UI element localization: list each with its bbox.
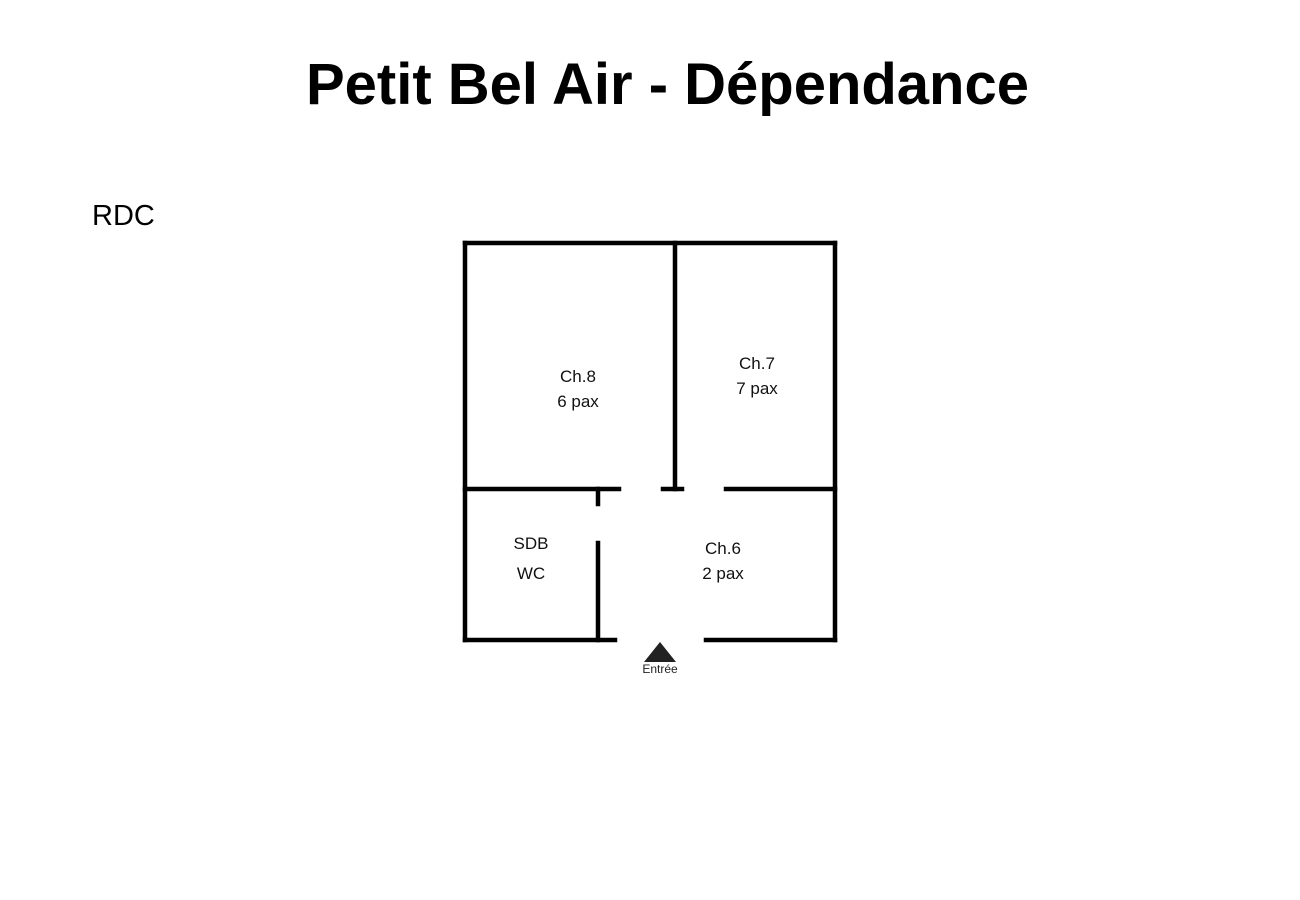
room-capacity: 2 pax (702, 564, 744, 583)
walls (462, 240, 838, 643)
page-title: Petit Bel Air - Dépendance (305, 52, 1030, 117)
room-ch6: Ch.6 2 pax (702, 536, 744, 586)
room-capacity: 6 pax (557, 392, 599, 411)
room-name: Ch.6 (705, 539, 741, 558)
room-name: Ch.7 (739, 354, 775, 373)
room-name: SDB (513, 534, 549, 553)
room-ch8: Ch.8 6 pax (557, 364, 599, 414)
room-name: Ch.8 (560, 367, 596, 386)
room-capacity: 7 pax (736, 379, 778, 398)
floor-label: RDC (92, 200, 155, 232)
triangle-up-icon (644, 642, 676, 662)
room-ch7: Ch.7 7 pax (736, 351, 778, 401)
entrance-label: Entrée (642, 662, 678, 676)
room-sdb: SDB WC (514, 529, 549, 589)
room-capacity: WC (516, 564, 546, 583)
